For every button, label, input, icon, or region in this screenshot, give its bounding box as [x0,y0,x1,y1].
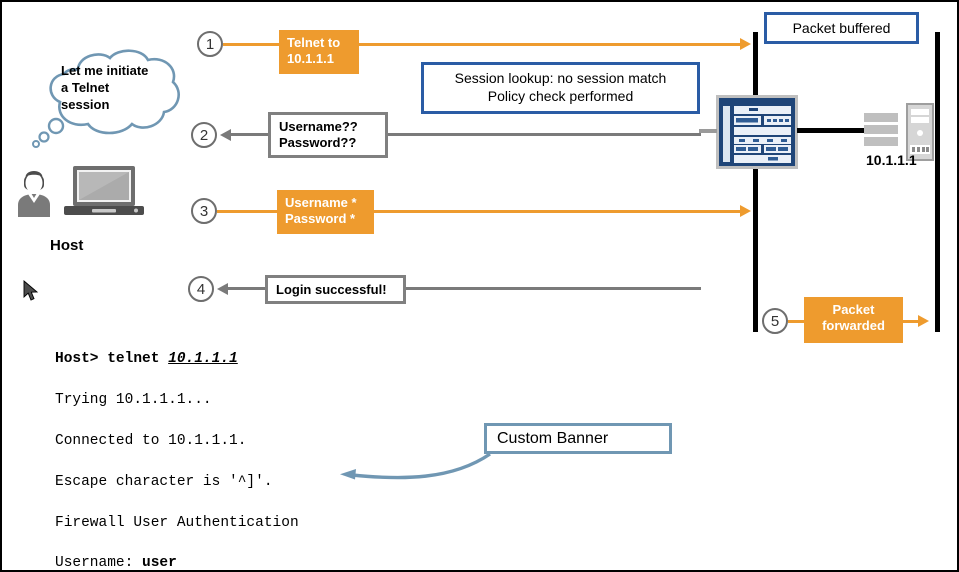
step-1-circle: 1 [197,31,223,57]
terminal-username-prompt: Username: [55,555,143,572]
note-packet-buffered-text: Packet buffered [792,20,891,36]
terminal-command: telnet [107,351,169,368]
step-2-label-line-1: Username?? [279,119,358,134]
custom-banner-callout-arrow [340,452,491,480]
note-session-lookup-line-1: Session lookup: no session match [454,70,667,86]
step-4-line-left [227,287,267,290]
firewall-left-stub [699,129,717,133]
step-5-circle: 5 [762,308,788,334]
thought-line-1: Let me initiate [61,63,149,78]
step-2-label: Username?? Password?? [268,112,388,158]
step-1-line-right [359,43,742,46]
note-custom-banner: Custom Banner [484,423,672,454]
terminal-line-escape: Escape character is '^]'. [55,473,273,490]
step-4-circle: 4 [188,276,214,302]
terminal-line-firewall: Firewall User Authentication [55,514,299,531]
step-3-number: 3 [199,202,209,220]
server-timeline [935,32,940,332]
note-session-lookup: Session lookup: no session match Policy … [421,62,700,114]
firewall-device-icon [716,95,798,169]
step-3-circle: 3 [191,198,217,224]
terminal-output: Host> telnet 10.1.1.1 Trying 10.1.1.1...… [55,329,299,572]
terminal-line-username: Username: user [55,553,299,572]
step-5-label-line-1: Packet [832,302,875,317]
note-packet-buffered: Packet buffered [764,12,919,44]
step-1-arrowhead [740,38,751,50]
step-1-line-left [223,43,279,46]
step-2-label-line-2: Password?? [279,135,357,150]
terminal-command-arg: 10.1.1.1 [168,351,238,368]
step-5-label-line-2: forwarded [822,318,885,333]
step-3-label-line-1: Username * [285,195,357,210]
step-3-arrowhead [740,205,751,217]
step-4-label-line-1: Login successful! [276,282,387,297]
step-5-line-left [788,320,804,323]
terminal-line-connected: Connected to 10.1.1.1. [55,433,247,450]
step-4-line-right [406,287,701,290]
step-4-arrowhead [217,283,228,295]
terminal-line-trying: Trying 10.1.1.1... [55,392,212,409]
step-5-line-right [903,320,919,323]
step-1-label-line-2: 10.1.1.1 [287,51,334,66]
step-3-label: Username * Password * [277,190,374,234]
thought-line-2: a Telnet [61,80,110,95]
server-ip-label: 10.1.1.1 [866,152,917,168]
step-3-label-line-2: Password * [285,211,356,226]
step-2-circle: 2 [191,122,217,148]
step-2-number: 2 [199,126,209,144]
step-5-number: 5 [770,312,780,330]
step-5-label: Packet forwarded [804,297,903,343]
terminal-username-value: user [142,555,177,572]
step-1-label-line-1: Telnet to [287,35,341,50]
user-person-icon [18,171,50,217]
step-5-arrowhead [918,315,929,327]
thought-cloud-icon [32,49,180,148]
step-1-number: 1 [205,35,215,53]
terminal-prompt: Host> [55,351,108,368]
step-2-arrowhead [220,129,231,141]
laptop-icon [64,166,144,215]
terminal-line-prompt: Host> telnet 10.1.1.1 [55,349,299,369]
note-custom-banner-text: Custom Banner [497,430,609,447]
thought-cloud-text: Let me initiate a Telnet session [61,62,181,113]
step-4-label: Login successful! [265,275,406,304]
step-2-line-right [388,133,701,136]
server-icon [864,103,934,161]
note-session-lookup-line-2: Policy check performed [487,88,634,104]
firewall-server-link [797,128,867,133]
step-4-number: 4 [196,280,206,298]
step-2-line-left [230,133,270,136]
step-3-line-left [217,210,277,213]
step-3-line-right [374,210,742,213]
step-1-label: Telnet to 10.1.1.1 [279,30,359,74]
host-label: Host [50,237,84,254]
mouse-cursor-icon [23,280,39,301]
firewall-timeline [753,32,758,332]
thought-line-3: session [61,97,110,112]
